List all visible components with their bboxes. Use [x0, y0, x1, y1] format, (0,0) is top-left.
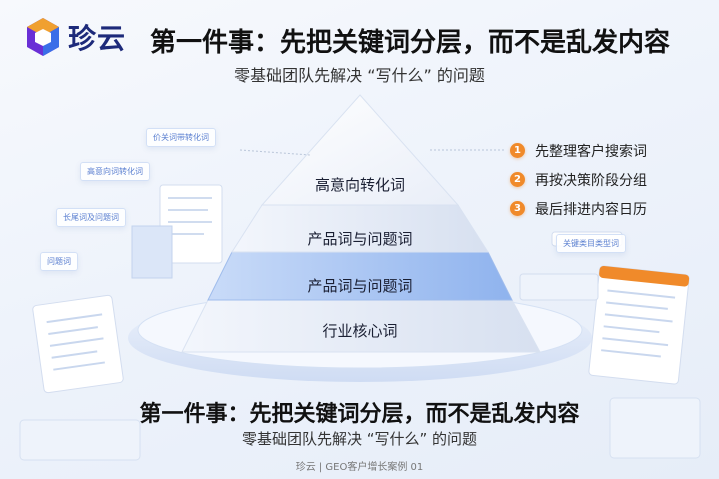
- floating-tag: 高意向词转化词: [80, 162, 150, 181]
- step-label: 再按决策阶段分组: [535, 172, 647, 189]
- tier-label-2: 产品词与问题词: [307, 230, 413, 248]
- brand-name: 珍云: [68, 22, 127, 55]
- bottom-subtitle: 零基础团队先解决 “写什么” 的问题: [241, 430, 478, 448]
- footer-caption: 珍云 | GEO客户增长案例 01: [295, 462, 424, 473]
- floating-tag: 问题词: [40, 252, 78, 271]
- decorative-card: [609, 397, 701, 459]
- step-number-badge: 3: [510, 201, 525, 216]
- floating-tag: 长尾词及问题词: [56, 208, 126, 227]
- step-label: 最后排进内容日历: [535, 201, 647, 218]
- tier-label-3: 产品词与问题词: [307, 277, 413, 295]
- brand-logo: 珍云: [24, 16, 126, 58]
- bottom-title: 第一件事：先把关键词分层，而不是乱发内容: [139, 402, 580, 427]
- decorative-cube: [131, 225, 173, 279]
- tier-label-4: 行业核心词: [322, 322, 398, 340]
- page-subtitle: 零基础团队先解决 “写什么” 的问题: [234, 66, 485, 85]
- step-item: 3 最后排进内容日历: [510, 194, 647, 223]
- step-item: 2 再按决策阶段分组: [510, 165, 647, 194]
- decorative-card: [19, 419, 141, 461]
- pyramid-tier-1: [260, 94, 460, 206]
- document-card-right: [588, 265, 690, 385]
- document-card-left: [32, 294, 124, 394]
- step-item: 1 先整理客户搜索词: [510, 136, 647, 165]
- step-number-badge: 1: [510, 143, 525, 158]
- steps-list: 1 先整理客户搜索词 2 再按决策阶段分组 3 最后排进内容日历: [510, 136, 647, 223]
- connector-line: [239, 149, 311, 156]
- floating-tag: 价关词带转化词: [146, 128, 216, 147]
- step-label: 先整理客户搜索词: [535, 143, 647, 160]
- tier-label-1: 高意向转化词: [314, 176, 405, 194]
- page-title: 第一件事：先把关键词分层，而不是乱发内容: [150, 28, 671, 58]
- decorative-card: [519, 273, 599, 301]
- step-number-badge: 2: [510, 172, 525, 187]
- cube-logo-icon: [27, 18, 59, 56]
- document-card-left-mid: [159, 184, 223, 264]
- floating-tag: 关键类目类型词: [556, 234, 626, 253]
